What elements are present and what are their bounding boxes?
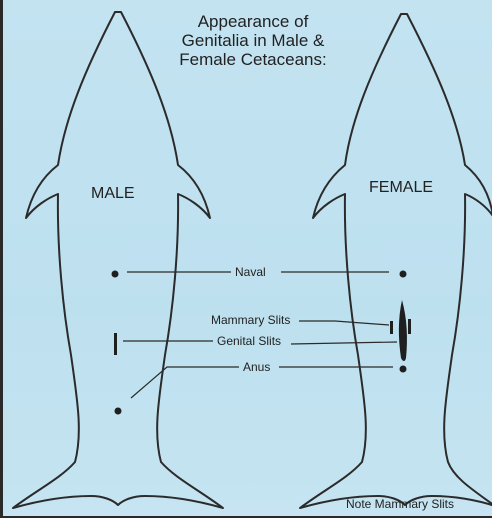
mammary-slits-label: Mammary Slits: [211, 313, 290, 327]
mammary-leader: [299, 321, 389, 325]
female-naval-dot: [400, 271, 407, 278]
genital-slits-label: Genital Slits: [217, 334, 281, 348]
title-line-3: Female Cetaceans:: [153, 50, 353, 69]
female-whale-outline: [300, 14, 492, 508]
naval-label: Naval: [235, 265, 266, 279]
cetacean-diagram: [3, 0, 492, 518]
male-genital-slit: [114, 333, 117, 355]
genital-leader-right: [291, 342, 397, 344]
anus-leader-left: [131, 367, 239, 398]
male-label: MALE: [91, 185, 135, 203]
male-anus-dot: [115, 408, 122, 415]
title-line-2: Genitalia in Male &: [153, 31, 353, 50]
female-genital-slit: [399, 300, 407, 361]
female-label: FEMALE: [369, 179, 433, 197]
male-naval-dot: [112, 271, 119, 278]
female-anus-dot: [400, 366, 407, 373]
anus-label: Anus: [243, 360, 270, 374]
female-mammary-slit-right: [408, 319, 411, 334]
male-whale-outline: [13, 12, 223, 508]
female-mammary-slit-left: [390, 321, 393, 334]
diagram-title: Appearance of Genitalia in Male & Female…: [153, 12, 353, 69]
note-text: Note Mammary Slits: [346, 497, 454, 511]
title-line-1: Appearance of: [153, 12, 353, 31]
